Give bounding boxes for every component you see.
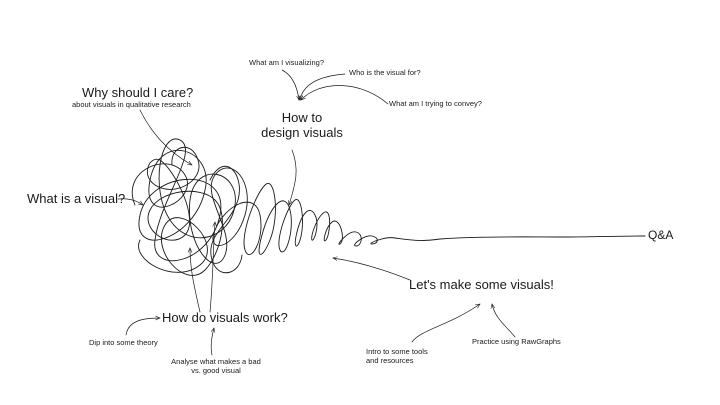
note-dip-theory: Dip into some theory (89, 338, 158, 347)
topic-how-to-design-line2: design visuals (261, 124, 343, 140)
topic-qa: Q&A (648, 228, 674, 242)
question-who-for: Who is the visual for? (349, 68, 421, 77)
arrow-dip (125, 318, 161, 336)
arrow-q-visualizing (281, 69, 299, 101)
topic-how-to-design-line1: How to (281, 110, 323, 125)
arrow-why-care (139, 109, 193, 166)
note-intro-tools-line1: Intro to some tools (366, 347, 428, 356)
arrow-practice (492, 303, 516, 338)
question-convey: What am I trying to convey? (389, 99, 482, 108)
arrow-q-who-for (300, 73, 346, 101)
topic-what-is-visual: What is a visual? (27, 191, 126, 206)
question-visualizing: What am I visualizing? (249, 58, 325, 67)
tangled-line (132, 138, 646, 264)
topic-why-care: Why should I care? (82, 85, 194, 100)
tangled-line-extra (138, 147, 243, 276)
arrow-what-is-visual (117, 198, 144, 206)
arrow-lets-make (332, 258, 411, 281)
note-analyse-line2: vs. good visual (191, 365, 241, 375)
note-practice-rawgraphs: Practice using RawGraphs (472, 337, 561, 346)
topic-how-to-design: How to design visuals (257, 110, 347, 141)
arrow-analyse (211, 327, 214, 356)
arrow-q-convey (300, 85, 389, 105)
arrow-how-work-1 (190, 247, 201, 313)
arrow-intro-tools (411, 303, 481, 343)
topic-why-care-subtitle: about visuals in qualitative research (72, 100, 191, 109)
note-analyse: Analyse what makes a bad vs. good visual (170, 357, 262, 375)
arrow-design-visuals (289, 149, 297, 206)
note-intro-tools: Intro to some tools and resources (366, 347, 428, 365)
topic-lets-make: Let's make some visuals! (409, 277, 554, 292)
topic-how-visuals-work: How do visuals work? (162, 310, 288, 325)
arrow-how-work-2 (209, 221, 215, 313)
note-analyse-line1: Analyse what makes a bad (171, 357, 261, 366)
note-intro-tools-line2: and resources (366, 355, 414, 365)
